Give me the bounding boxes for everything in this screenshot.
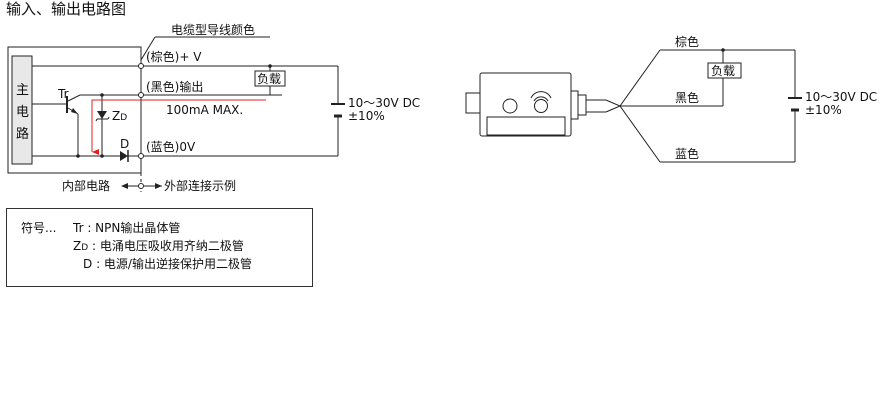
internal-circuit-label: 内部电路 xyxy=(62,179,111,193)
terminal-brown xyxy=(138,63,144,69)
sensor-indicator xyxy=(502,98,518,114)
sensor-knob xyxy=(534,99,548,113)
load-label-right: 负载 xyxy=(711,64,736,78)
legend-prefix: 符号... xyxy=(21,221,57,235)
protection-diode-symbol xyxy=(120,151,128,161)
legend-desc: : 电源/输出逆接保护用二极管 xyxy=(96,257,252,271)
main-circuit-block xyxy=(11,55,33,165)
legend-item: D : 电源/输出逆接保护用二极管 xyxy=(83,257,252,271)
external-example-label: 外部连接示例 xyxy=(164,179,237,193)
zener-diode-symbol xyxy=(97,111,107,119)
sensor-body xyxy=(479,72,572,137)
sensor-label-plate xyxy=(486,116,566,136)
legend-item: ZD : 电涌电压吸收用齐纳二极管 xyxy=(73,239,244,253)
blue-wire-right xyxy=(619,105,661,163)
brown-wire-label: 棕色 xyxy=(675,35,700,49)
symbol-legend: 符号... Tr : NPN输出晶体管 ZD : 电涌电压吸收用齐纳二极管 D … xyxy=(6,208,313,287)
diode-label: D xyxy=(120,137,130,151)
cable-end xyxy=(605,99,622,113)
terminal-black xyxy=(138,92,144,98)
main-circuit-char: 电 xyxy=(16,105,30,120)
black-wire-label: 黑色 xyxy=(675,91,700,105)
brown-terminal-label: (棕色)+ V xyxy=(146,50,202,64)
supply-voltage-right: 10～30V DC xyxy=(805,90,878,104)
current-rating: 100mA MAX. xyxy=(166,103,244,117)
legend-symbol: Tr xyxy=(73,221,84,235)
transistor-label: Tr xyxy=(58,87,69,101)
supply-tolerance: ±10% xyxy=(348,109,385,123)
legend-item: Tr : NPN输出晶体管 xyxy=(73,221,180,235)
main-circuit-char: 主 xyxy=(16,83,30,98)
supply-tolerance-right: ±10% xyxy=(805,103,842,117)
blue-wire-label: 蓝色 xyxy=(675,147,700,161)
terminal-blue xyxy=(138,153,144,159)
blue-terminal-label: (蓝色)0V xyxy=(146,140,196,154)
supply-voltage: 10～30V DC xyxy=(348,96,421,110)
header-leader xyxy=(140,36,156,61)
current-path xyxy=(91,99,266,155)
legend-desc: : 电涌电压吸收用齐纳二极管 xyxy=(92,239,244,253)
legend-symbol: D xyxy=(83,257,93,271)
load-label: 负载 xyxy=(257,72,282,86)
sensor-flange xyxy=(465,92,481,114)
main-circuit-char: 路 xyxy=(16,127,30,142)
load-box-right xyxy=(707,62,742,79)
cable-color-header: 电缆型导线颜色 xyxy=(171,23,256,37)
main-circuit-label: 主 电 路 xyxy=(16,80,29,146)
zener-label: ZD xyxy=(112,109,128,123)
transistor-collector xyxy=(67,94,81,102)
legend-desc: : NPN输出晶体管 xyxy=(87,221,181,235)
legend-symbol: Z xyxy=(73,239,82,253)
black-terminal-label: (黑色)输出 xyxy=(146,80,204,94)
brown-wire-right xyxy=(619,49,661,107)
page-title: 输入、输出电路图 xyxy=(6,0,127,18)
